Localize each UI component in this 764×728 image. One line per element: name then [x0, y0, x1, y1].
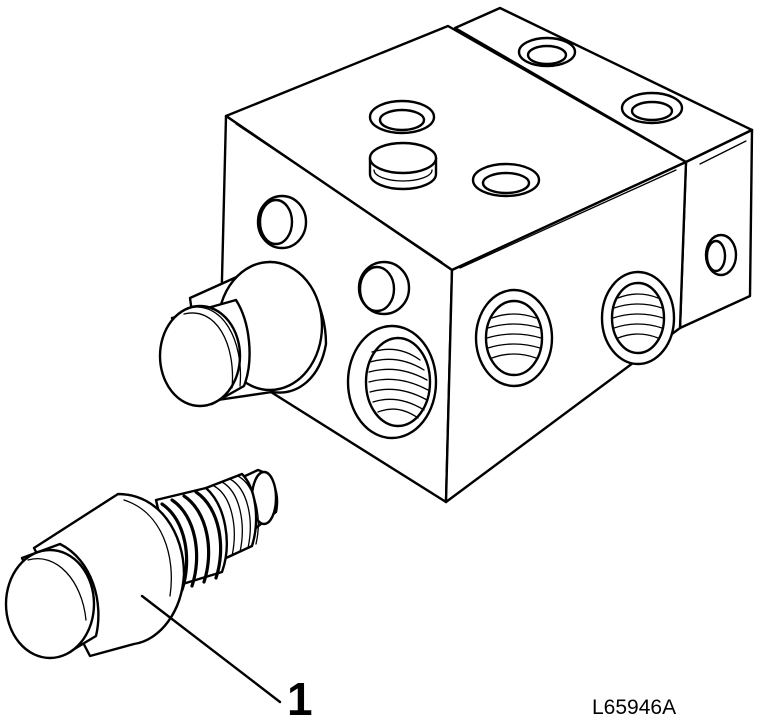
callout-leader-line: [140, 594, 282, 704]
installed-cartridge: [158, 260, 328, 408]
left-face-plug-upper: [256, 194, 308, 250]
rear-valve-section: [453, 6, 754, 330]
right-face-threaded-port-1: [474, 288, 554, 388]
left-face-plug-lower: [357, 260, 411, 316]
top-port-front: [471, 162, 541, 198]
callout-number: 1: [287, 673, 313, 725]
removed-cartridge: [4, 468, 279, 660]
figure-code: L65946A: [592, 696, 677, 719]
top-port-rear-left: [368, 99, 436, 135]
top-plug: [368, 141, 438, 191]
left-face-threaded-port: [346, 324, 438, 440]
right-face-threaded-port-2: [600, 270, 676, 366]
